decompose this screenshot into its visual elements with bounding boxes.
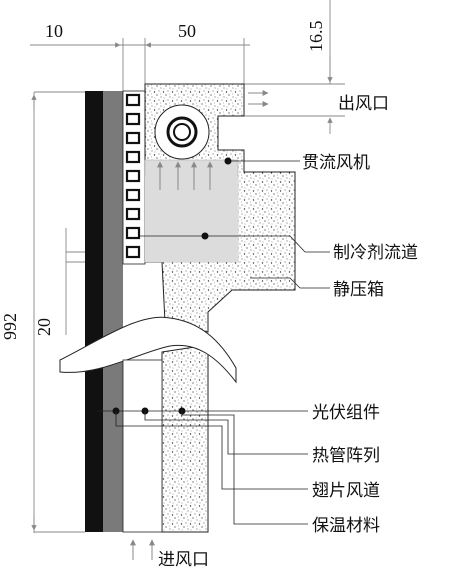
leaders-lower (90, 407, 308, 525)
dim-top-vertical-label: 16.5 (306, 21, 326, 53)
top-dimension-lines (30, 0, 345, 134)
dim-height-label: 992 (0, 313, 20, 340)
label-outlet: 出风口 (338, 94, 389, 114)
insulation-lower (161, 344, 209, 533)
airflow-arrows (130, 90, 269, 560)
plenum-fill (145, 176, 238, 262)
leaders-upper (140, 157, 330, 289)
dim-top-left-label: 10 (45, 21, 63, 41)
label-plenum: 静压箱 (333, 280, 384, 300)
label-crossflow-fan: 贯流风机 (302, 153, 370, 173)
heat-pipe-bottom (103, 372, 123, 532)
label-heat-pipe-array: 热管阵列 (312, 446, 380, 466)
dim-gap-label: 20 (34, 318, 54, 336)
break-wave (59, 316, 237, 384)
crossflow-fan-icon (154, 104, 210, 160)
pv-module-bottom (85, 372, 103, 532)
fin-squares (125, 93, 141, 259)
label-refrigerant-channel: 制冷剂流道 (333, 243, 418, 263)
dim-top-right-label: 50 (178, 21, 196, 41)
label-insulation: 保温材料 (312, 516, 380, 536)
label-inlet: 进风口 (158, 550, 209, 570)
fin-duct-lower (122, 359, 163, 533)
label-pv-module: 光伏组件 (312, 403, 380, 423)
label-fin-duct: 翅片风道 (312, 481, 380, 501)
